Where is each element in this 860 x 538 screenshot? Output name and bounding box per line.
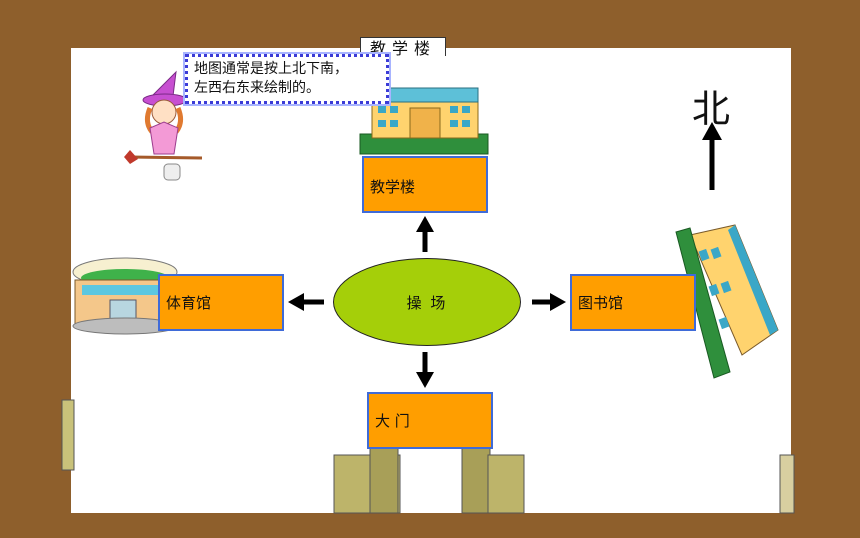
arrow-left (288, 293, 324, 311)
teaching-building-illustration (359, 87, 489, 155)
hint-note: 地图通常是按上北下南， 左西右东来绘制的。 (183, 52, 391, 106)
gym-label: 体育馆 (166, 294, 212, 312)
gym-box: 体育馆 (158, 274, 284, 331)
north-label: 北 (692, 87, 731, 131)
gate-label: 大 门 (375, 412, 410, 430)
background-ruler-left (61, 399, 75, 471)
hint-note-line-2: 左西右东来绘制的。 (194, 80, 320, 96)
witch-illustration (124, 70, 203, 181)
background-frame-right (779, 454, 795, 514)
north-arrow (702, 122, 722, 190)
teaching-building-box: 教学楼 (362, 156, 488, 213)
arrow-up (416, 216, 434, 252)
arrow-down (416, 352, 434, 388)
library-box: 图书馆 (570, 274, 696, 331)
library-label: 图书馆 (578, 294, 624, 312)
library-illustration (675, 224, 779, 379)
arrow-right (532, 293, 566, 311)
playground-node: 操 场 (333, 258, 521, 346)
teaching-building-label: 教学楼 (370, 178, 416, 196)
gate-illustration (333, 447, 525, 514)
hint-note-line-1: 地图通常是按上北下南， (194, 61, 348, 77)
playground-label: 操 场 (406, 293, 448, 312)
gate-box: 大 门 (367, 392, 493, 449)
background-slide-label: 教学楼 (360, 37, 446, 56)
